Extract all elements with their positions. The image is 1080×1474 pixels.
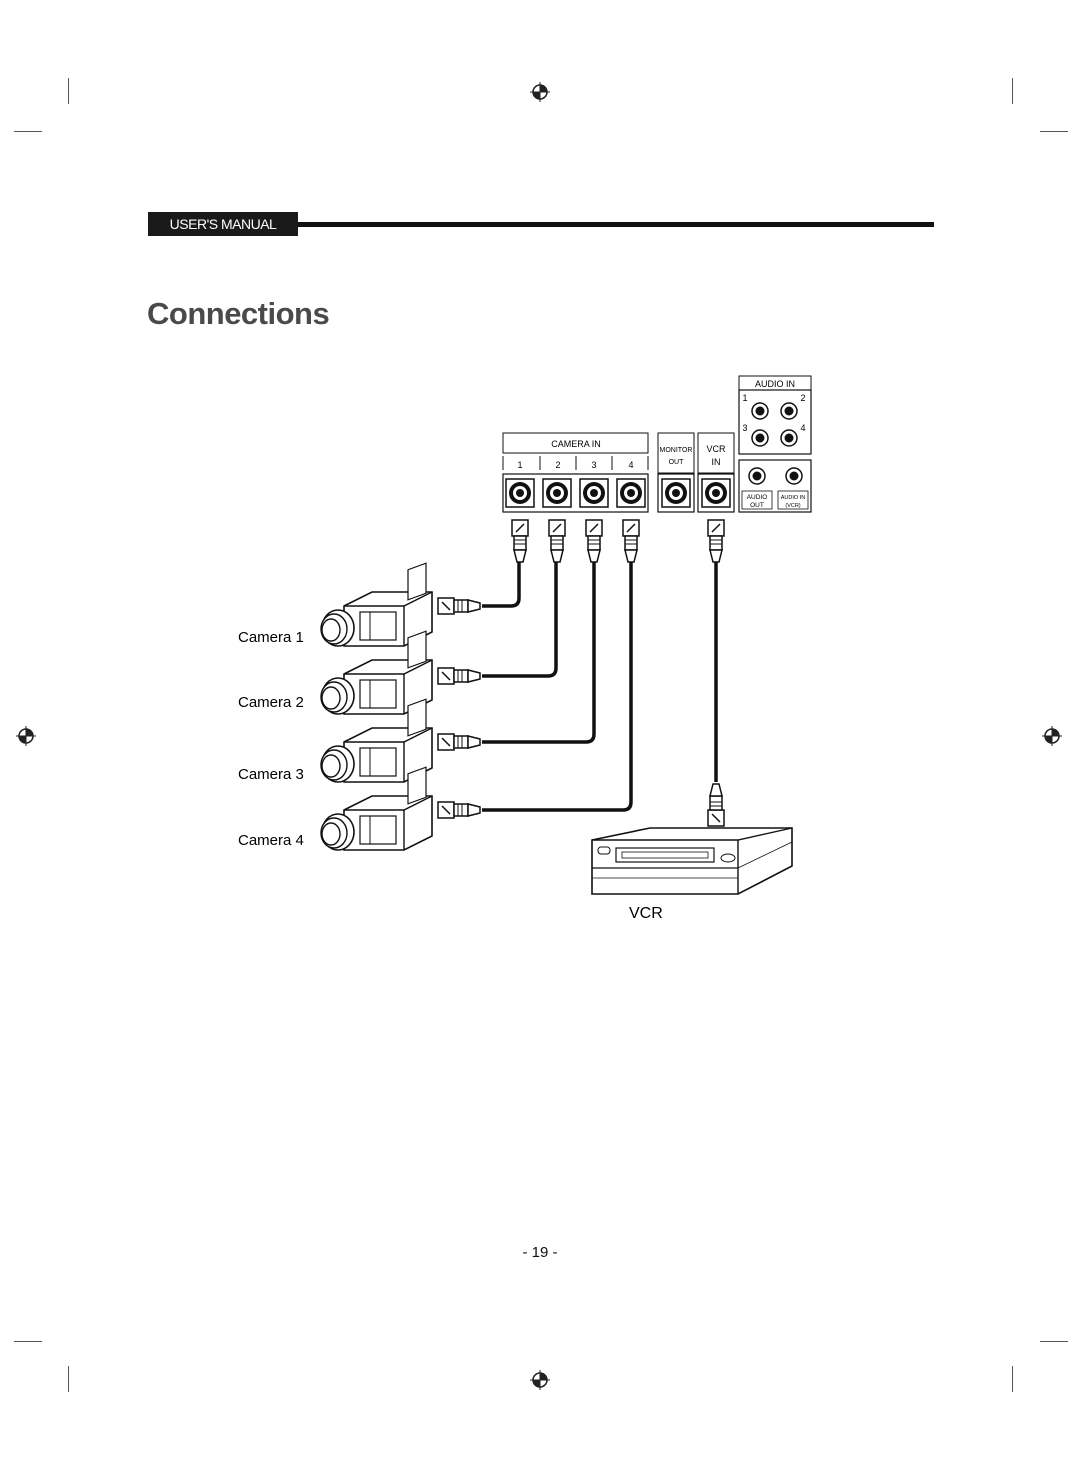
camera-in-label: CAMERA IN xyxy=(551,439,601,449)
camera-label-4: Camera 4 xyxy=(238,832,304,849)
crop-mark-top-left-vertical xyxy=(68,78,69,104)
registration-mark-top-icon xyxy=(530,82,550,102)
registration-mark-right-icon xyxy=(1042,726,1062,746)
header-rule xyxy=(298,222,934,227)
camera-port-label-3: 3 xyxy=(591,460,596,470)
cable-camera-1 xyxy=(482,562,521,608)
camera-in-panel: CAMERA IN 1 2 3 4 xyxy=(502,432,649,513)
camera-label-3: Camera 3 xyxy=(238,766,304,783)
registration-mark-left-icon xyxy=(16,726,36,746)
bnc-plug-camera-in-1 xyxy=(511,519,529,563)
audio-in-label: AUDIO IN xyxy=(755,379,795,389)
bnc-plug-camera-2 xyxy=(437,667,481,685)
bnc-plug-camera-4 xyxy=(437,801,481,819)
camera-port-label-2: 2 xyxy=(555,460,560,470)
cables xyxy=(482,562,718,812)
crop-mark-bottom-right-horizontal xyxy=(1040,1341,1068,1342)
camera-label-1: Camera 1 xyxy=(238,629,304,646)
vcr-in-panel: VCR IN xyxy=(697,432,735,513)
cable-camera-2 xyxy=(482,562,558,678)
audio-out-panel: AUDIO OUT AUDIO IN (VCR) xyxy=(738,459,812,513)
section-badge: USER'S MANUAL xyxy=(148,212,298,236)
bnc-plug-vcr-side xyxy=(707,783,725,827)
vcr-label: VCR xyxy=(629,905,663,922)
crop-mark-top-right-vertical xyxy=(1012,78,1013,104)
audio-out-label-line2: OUT xyxy=(750,502,764,509)
cable-camera-4 xyxy=(482,562,633,812)
vcr-in-label-line1: VCR xyxy=(706,444,726,454)
bnc-plug-vcr-in xyxy=(707,519,725,563)
audio-in-vcr-label-line2: (VCR) xyxy=(785,503,800,509)
camera-label-2: Camera 2 xyxy=(238,694,304,711)
camera-port-label-4: 4 xyxy=(628,460,633,470)
bnc-plug-camera-in-4 xyxy=(622,519,640,563)
audio-in-vcr-label-line1: AUDIO IN xyxy=(781,495,805,501)
crop-mark-top-right-horizontal xyxy=(1040,131,1068,132)
audio-in-port-label-3: 3 xyxy=(742,423,747,433)
audio-in-port-label-4: 4 xyxy=(800,423,805,433)
page-title: Connections xyxy=(147,296,330,331)
audio-out-label-line1: AUDIO xyxy=(747,494,768,501)
bnc-plug-camera-in-2 xyxy=(548,519,566,563)
crop-mark-bottom-right-vertical xyxy=(1012,1366,1013,1392)
bnc-plug-camera-in-3 xyxy=(585,519,603,563)
cable-camera-3 xyxy=(482,562,596,744)
monitor-out-label-line1: MONITOR xyxy=(660,447,693,454)
section-badge-label: USER'S MANUAL xyxy=(169,216,277,232)
registration-mark-bottom-icon xyxy=(530,1370,550,1390)
audio-in-panel: AUDIO IN 1 2 3 4 xyxy=(738,375,812,455)
vcr-in-label-line2: IN xyxy=(712,457,721,467)
monitor-out-panel: MONITOR OUT xyxy=(657,432,695,513)
vcr-deck-icon xyxy=(591,827,793,895)
crop-mark-top-left-horizontal xyxy=(14,131,42,132)
audio-in-port-label-2: 2 xyxy=(800,393,805,403)
page-number: - 19 - xyxy=(522,1244,558,1261)
crop-mark-bottom-left-horizontal xyxy=(14,1341,42,1342)
crop-mark-bottom-left-vertical xyxy=(68,1366,69,1392)
monitor-out-label-line2: OUT xyxy=(669,459,685,466)
camera-port-label-1: 1 xyxy=(517,460,522,470)
bnc-plug-camera-1 xyxy=(437,597,481,615)
camera-1-icon xyxy=(320,562,433,647)
bnc-plug-camera-3 xyxy=(437,733,481,751)
audio-in-port-label-1: 1 xyxy=(742,393,747,403)
